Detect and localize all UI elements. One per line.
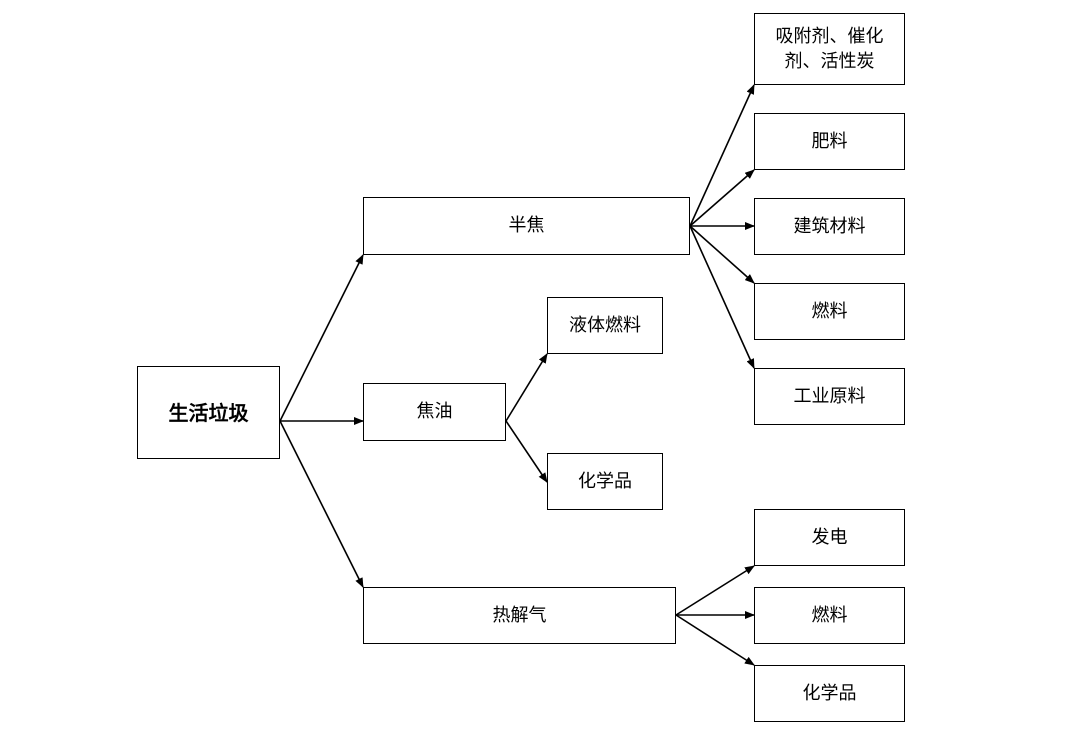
leaf-node-chemicals-gas: 化学品 — [754, 665, 905, 722]
arrow-semicoke-to-fertilizer — [689, 169, 755, 227]
arrow-group — [279, 84, 755, 666]
leaf-label-adsorbent: 吸附剂、催化剂、活性炭 — [775, 25, 884, 72]
branch-label-pyrolysis-gas: 热解气 — [492, 604, 547, 626]
leaf-label-fuel-semicoke: 燃料 — [811, 300, 848, 322]
leaf-label-chemicals-gas: 化学品 — [802, 682, 857, 704]
branch-label-tar: 焦油 — [416, 401, 453, 423]
leaf-label-liquid-fuel: 液体燃料 — [569, 314, 641, 336]
arrow-tar-to-liquid-fuel — [505, 353, 548, 422]
arrow-root-to-semicoke — [279, 254, 364, 422]
leaf-node-fuel-semicoke: 燃料 — [754, 283, 905, 340]
root-label: 生活垃圾 — [168, 400, 249, 425]
leaf-label-industrial-raw-material: 工业原料 — [793, 385, 866, 407]
leaf-node-chemicals-tar: 化学品 — [547, 453, 663, 510]
arrow-semicoke-to-fuel — [689, 225, 755, 284]
branch-node-tar: 焦油 — [363, 383, 506, 441]
leaf-node-industrial-raw-material: 工业原料 — [754, 368, 905, 425]
leaf-node-fertilizer: 肥料 — [754, 113, 905, 170]
leaf-node-adsorbent: 吸附剂、催化剂、活性炭 — [754, 13, 905, 85]
leaf-label-power-generation: 发电 — [811, 526, 848, 548]
arrow-semicoke-to-industrial — [689, 225, 755, 369]
leaf-node-power-generation: 发电 — [754, 509, 905, 566]
arrow-gas-to-chemicals — [675, 614, 755, 666]
branch-node-semicoke: 半焦 — [363, 197, 690, 255]
leaf-node-liquid-fuel: 液体燃料 — [547, 297, 663, 354]
arrow-tar-to-chemicals — [505, 420, 548, 483]
branch-label-semicoke: 半焦 — [508, 215, 545, 237]
leaf-label-building-material: 建筑材料 — [793, 215, 866, 237]
root-node-household-waste: 生活垃圾 — [137, 366, 280, 459]
leaf-label-chemicals-tar: 化学品 — [578, 470, 632, 492]
leaf-node-fuel-gas: 燃料 — [754, 587, 905, 644]
leaf-label-fertilizer: 肥料 — [811, 130, 848, 152]
leaf-label-fuel-gas: 燃料 — [811, 604, 848, 626]
arrow-root-to-pyrolysis-gas — [279, 420, 364, 588]
leaf-node-building-material: 建筑材料 — [754, 198, 905, 255]
branch-node-pyrolysis-gas: 热解气 — [363, 587, 676, 644]
arrow-gas-to-power — [675, 565, 755, 616]
arrow-semicoke-to-adsorbent — [689, 84, 755, 227]
